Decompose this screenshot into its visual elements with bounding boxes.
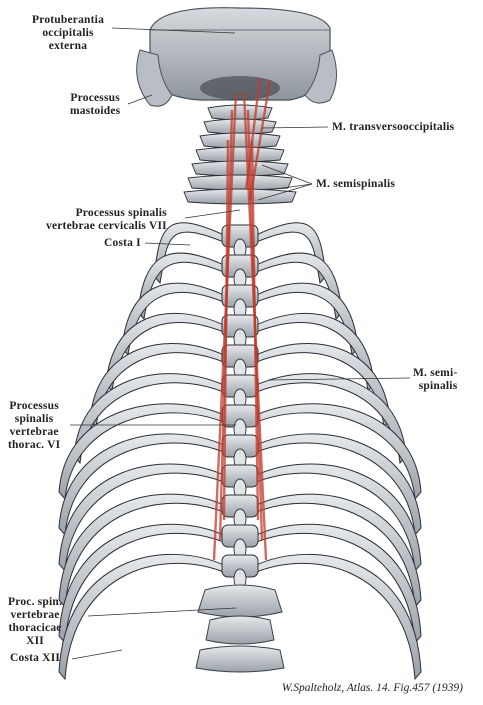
label-semispinalis-lower: M. semi- spinalis xyxy=(413,367,458,392)
cervical-vertebrae xyxy=(183,104,297,205)
cervical-vertebra xyxy=(195,146,285,163)
label-costa-i: Costa I xyxy=(104,237,141,249)
label-protuberantia: Protuberantia occipitalis externa xyxy=(32,14,105,52)
semispinalis-muscle xyxy=(212,77,272,561)
skull-occiput xyxy=(136,7,337,107)
muscle-strand xyxy=(222,139,230,521)
rib-right xyxy=(253,222,327,285)
cervical-vertebra xyxy=(183,188,297,205)
label-processus-spinalis-thoracic-vi: Processus spinalis vertebrae thorac. VI xyxy=(8,400,61,451)
rib-left xyxy=(58,463,227,573)
label-mastoid: Processus mastoides xyxy=(70,92,121,117)
rib-left xyxy=(137,252,227,321)
rib-right xyxy=(253,463,422,573)
rib-left xyxy=(73,373,227,465)
muscle-strand xyxy=(250,139,260,521)
rib-right xyxy=(253,554,422,681)
label-costa-xii: Costa XII xyxy=(10,652,61,664)
figure-caption: W.Spalteholz, Atlas. 14. Fig.457 (1939) xyxy=(281,682,463,694)
cervical-vertebra xyxy=(203,118,277,135)
mastoid-process-right xyxy=(304,49,337,104)
muscle-strand xyxy=(248,79,272,201)
label-semispinalis-upper: M. semispinalis xyxy=(316,178,396,190)
lumbar-vertebra xyxy=(195,584,285,673)
cervical-vertebra xyxy=(199,132,281,149)
muscle-strand xyxy=(244,77,262,191)
rib-left xyxy=(58,433,227,537)
rib-cage xyxy=(58,222,422,681)
cervical-vertebra xyxy=(207,104,273,121)
rib-left xyxy=(58,554,227,681)
rib-right xyxy=(253,373,407,465)
rib-right xyxy=(253,433,422,537)
label-transversooccipitalis: M. transversooccipitalis xyxy=(332,121,455,133)
label-processus-spinalis-thoracic-xii: Proc. spin. vertebrae thoracicae XII xyxy=(8,596,63,647)
rib-left xyxy=(58,403,227,501)
cervical-vertebra xyxy=(191,160,289,177)
mastoid-process-left xyxy=(136,49,173,107)
leader-lines xyxy=(70,27,411,660)
label-processus-spinalis-cervical: Processus spinalis vertebrae cervicalis … xyxy=(46,207,167,232)
thoracic-spine xyxy=(221,224,259,590)
rib-right xyxy=(253,252,343,321)
cervical-vertebra xyxy=(187,174,293,191)
rib-left xyxy=(153,222,227,285)
rib-right xyxy=(253,403,422,501)
